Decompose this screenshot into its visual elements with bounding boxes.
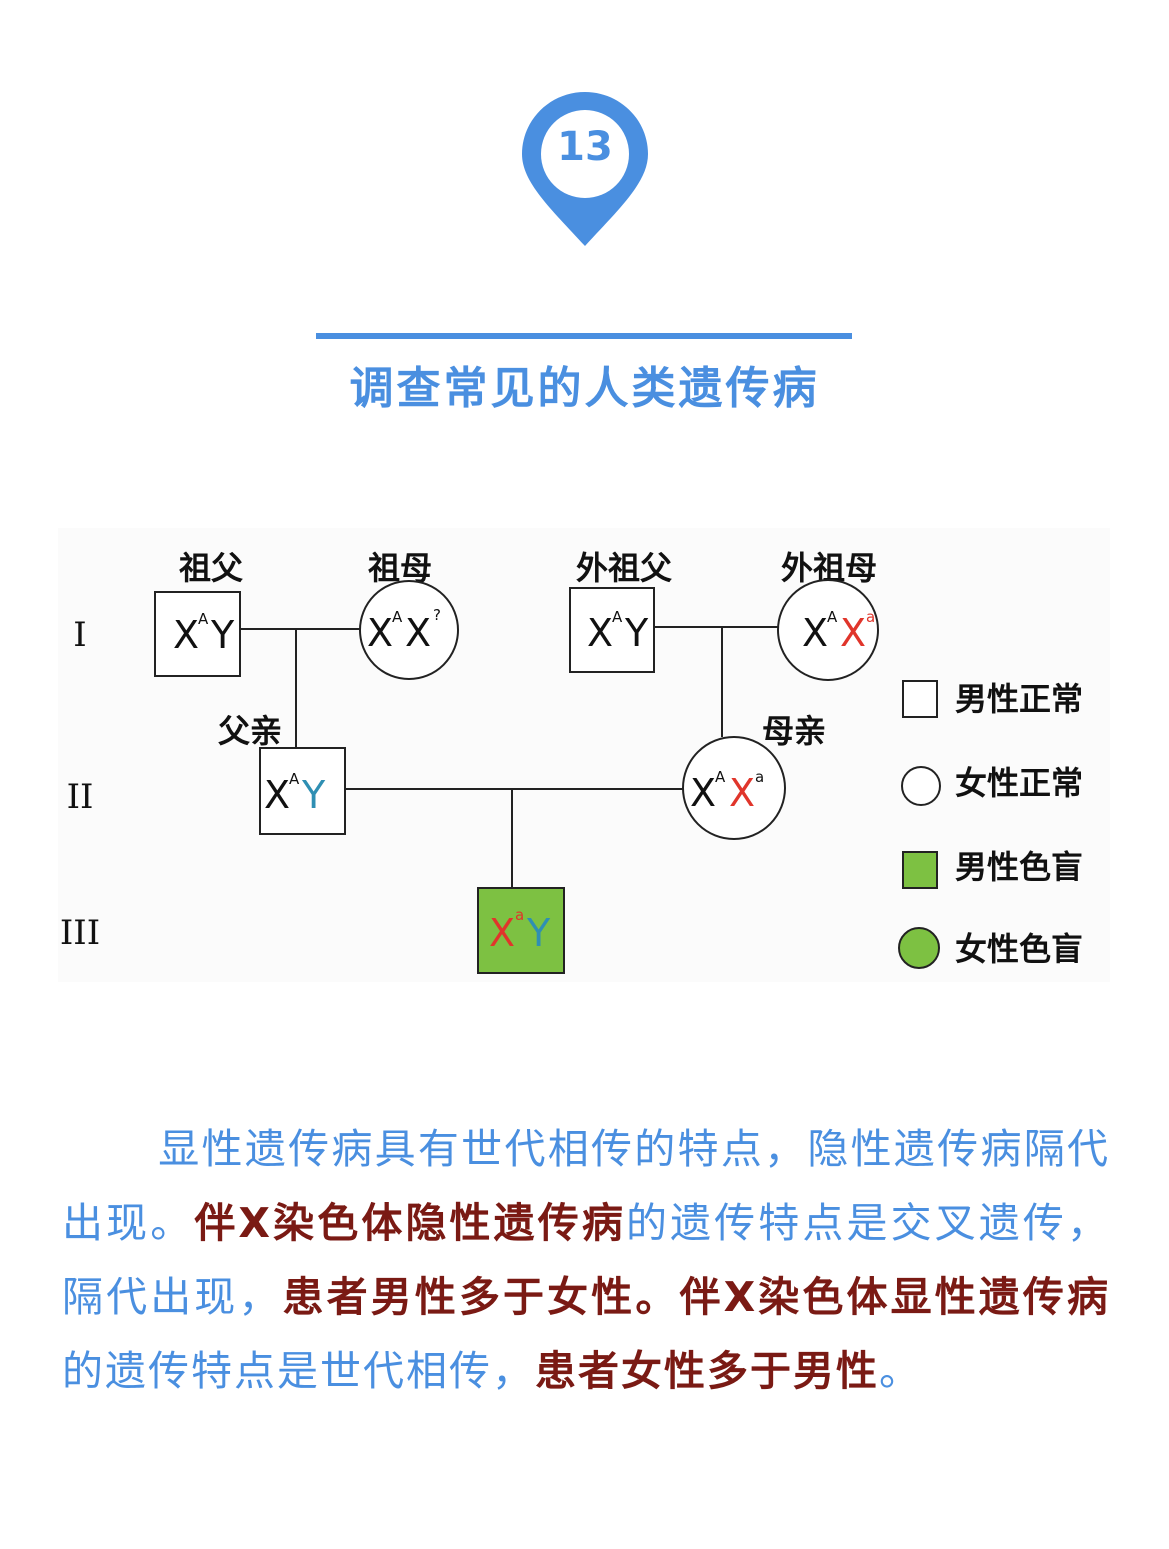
grandmother-label: 祖母 bbox=[368, 549, 432, 587]
legend-label: 女性色盲 bbox=[955, 930, 1083, 968]
text-dominant-traits: 的遗传特点是世代相传， bbox=[62, 1347, 535, 1395]
svg-text:A: A bbox=[827, 608, 838, 626]
legend-normal-female-icon bbox=[901, 766, 941, 806]
generation-label-2: II bbox=[67, 777, 94, 817]
text-xlinked-recessive: 伴X染色体隐性遗传病 bbox=[194, 1199, 626, 1247]
svg-text:X: X bbox=[264, 773, 290, 817]
maternal-grandfather-symbol: X A Y bbox=[569, 587, 655, 673]
page-title: 调查常见的人类遗传病 bbox=[349, 363, 820, 414]
generation-label-3: III bbox=[60, 913, 100, 953]
legend-colorblind-female-icon bbox=[898, 927, 940, 969]
maternal-grandfather-label: 外祖父 bbox=[576, 549, 672, 587]
father-symbol: X A Y bbox=[259, 747, 346, 835]
text-recessive-traits: 的遗传特点是交叉遗传，隔代出现， bbox=[62, 1199, 1111, 1321]
text-male-more-and-dominant: 患者男性多于女性。伴X染色体显性遗传病 bbox=[282, 1273, 1111, 1321]
father-label: 父亲 bbox=[218, 712, 282, 750]
svg-text:A: A bbox=[198, 610, 209, 628]
generation-label-1: I bbox=[73, 615, 86, 655]
maternal-grandmother-symbol: X A X a bbox=[777, 579, 879, 681]
svg-text:Y: Y bbox=[301, 773, 326, 817]
svg-text:A: A bbox=[289, 770, 300, 788]
grandmother-symbol: X A X ? bbox=[359, 580, 459, 680]
pedigree-lines bbox=[240, 626, 778, 888]
svg-text:a: a bbox=[515, 906, 524, 924]
svg-text:?: ? bbox=[433, 606, 441, 624]
svg-text:Y: Y bbox=[210, 613, 235, 657]
mother-label: 母亲 bbox=[762, 712, 826, 750]
legend-label: 男性正常 bbox=[955, 680, 1083, 718]
text-period: 。 bbox=[879, 1347, 922, 1395]
svg-text:A: A bbox=[392, 608, 403, 626]
text-female-more: 患者女性多于男性 bbox=[535, 1347, 879, 1395]
legend-label: 男性色盲 bbox=[955, 848, 1083, 886]
svg-text:X: X bbox=[802, 611, 828, 655]
legend-normal-male-icon bbox=[902, 680, 938, 718]
grandfather-label: 祖父 bbox=[179, 549, 243, 587]
mother-symbol: X A X a bbox=[682, 736, 786, 840]
svg-text:A: A bbox=[612, 608, 623, 626]
title-rule bbox=[316, 333, 852, 339]
svg-text:Y: Y bbox=[526, 911, 551, 955]
svg-text:A: A bbox=[715, 768, 726, 786]
location-pin-icon bbox=[522, 92, 648, 246]
legend-label: 女性正常 bbox=[955, 764, 1083, 802]
grandfather-symbol: X A Y bbox=[154, 591, 241, 677]
pedigree-chart: I II III 祖父 祖母 外祖父 外祖母 父亲 母亲 X A Y X A X… bbox=[60, 549, 1083, 974]
svg-text:X: X bbox=[367, 611, 393, 655]
svg-text:X: X bbox=[405, 611, 431, 655]
svg-text:X: X bbox=[690, 771, 716, 815]
svg-text:X: X bbox=[729, 771, 755, 815]
svg-text:X: X bbox=[173, 613, 199, 657]
svg-text:X: X bbox=[587, 611, 613, 655]
son-symbol: X a Y bbox=[477, 887, 565, 974]
svg-text:X: X bbox=[489, 911, 515, 955]
svg-text:X: X bbox=[840, 611, 866, 655]
svg-text:Y: Y bbox=[624, 611, 649, 655]
svg-text:a: a bbox=[866, 608, 875, 626]
explanation-paragraph: 显性遗传病具有世代相传的特点，隐性遗传病隔代出现。伴X染色体隐性遗传病的遗传特点… bbox=[62, 1112, 1110, 1408]
step-number: 13 bbox=[557, 124, 613, 170]
legend: 男性正常 女性正常 男性色盲 女性色盲 bbox=[898, 680, 1083, 969]
text-intro: 显性遗传病具有世代相传的特点，隐性遗传病隔代出现。 bbox=[62, 1125, 1110, 1247]
legend-colorblind-male-icon bbox=[902, 851, 938, 889]
svg-text:a: a bbox=[755, 768, 764, 786]
